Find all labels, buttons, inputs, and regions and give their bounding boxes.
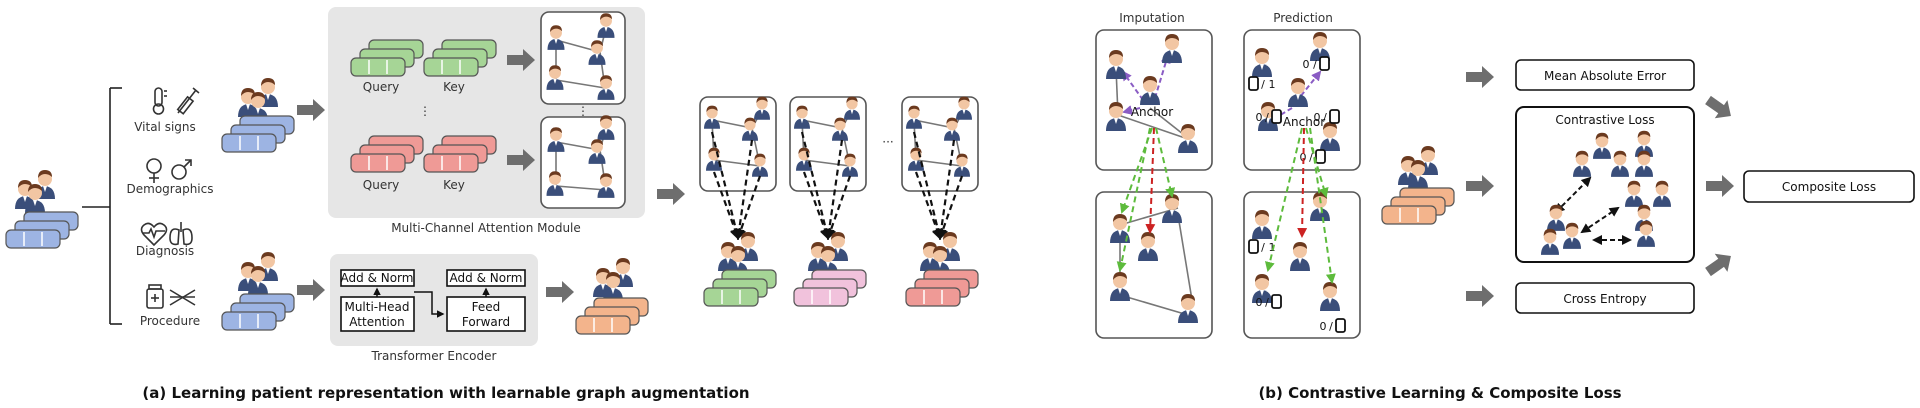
arrow-icon [657, 183, 685, 205]
representation-output [1381, 146, 1455, 225]
ff-label-1: Feed [472, 300, 501, 314]
transformer-encoder: Add & Norm Multi-Head Attention Add & No… [330, 254, 538, 363]
panel-a: Vital signs Demographics [5, 7, 979, 402]
prediction-title: Prediction [1273, 11, 1333, 25]
medicine-bottle-icon [146, 284, 164, 309]
thermometer-icon [152, 87, 167, 115]
prediction-box-bottom: / 1 0 / 0 / [1243, 191, 1361, 339]
imputation-box-top: Anchor [1095, 29, 1213, 171]
sep-label: / [1323, 111, 1327, 124]
arrow-icon [1466, 285, 1494, 307]
attention-graph-top [540, 11, 626, 105]
cross-entropy-label: Cross Entropy [1563, 292, 1646, 306]
sep-label: / [1329, 320, 1333, 333]
modality-vital-signs: Vital signs [134, 87, 200, 134]
label-0: 0 [1256, 111, 1263, 124]
arrow-icon [1706, 175, 1734, 197]
female-symbol-icon [146, 158, 162, 183]
graphs-ellipsis: ··· [882, 135, 893, 149]
embedding-input-top [221, 78, 295, 153]
arrow-icon [297, 99, 325, 121]
cross-entropy-box: Cross Entropy [1515, 282, 1695, 314]
embedding-input-bottom [221, 252, 295, 331]
vital-signs-label: Vital signs [134, 120, 196, 134]
query-label: Query [363, 178, 399, 192]
caption-b: (b) Contrastive Learning & Composite Los… [1258, 384, 1621, 402]
label-0: 0 [1256, 296, 1263, 309]
arrow-icon [546, 281, 574, 303]
arrow-icon [1701, 90, 1738, 126]
imputation-dashed-arrows [1116, 127, 1176, 272]
modality-demographics: Demographics [127, 158, 214, 196]
key-label: Key [443, 178, 465, 192]
augmented-graph-2 [789, 96, 867, 307]
label-0: 0 [1303, 58, 1310, 71]
arrow-icon [297, 279, 325, 301]
imputation-title: Imputation [1119, 11, 1185, 25]
input-patients [5, 170, 79, 249]
prediction-dashed-arrows [1265, 127, 1336, 284]
attention-module-title: Multi-Channel Attention Module [391, 221, 581, 235]
transformer-output [575, 258, 649, 335]
mae-loss-box: Mean Absolute Error [1515, 59, 1695, 91]
add-norm-label: Add & Norm [341, 271, 414, 285]
sep-label: / [1313, 58, 1317, 71]
male-symbol-icon [171, 159, 192, 180]
mha-label-1: Multi-Head [344, 300, 409, 314]
sep-label: / [1261, 241, 1265, 254]
arrow-icon [1466, 66, 1494, 88]
composite-label: Composite Loss [1782, 180, 1876, 194]
anchor-label: Anchor [1283, 115, 1325, 129]
graph-ellipsis: ⋮ [577, 104, 589, 118]
prediction-box-top: Anchor / 1 0 / 0 / 0 / 0 / [1243, 29, 1361, 171]
ff-label-2: Forward [462, 315, 510, 329]
heart-icon [140, 222, 168, 247]
augmented-graph-3 [901, 96, 979, 307]
add-norm-label: Add & Norm [450, 271, 523, 285]
contrastive-label: Contrastive Loss [1555, 113, 1654, 127]
imputation-box-bottom [1095, 191, 1213, 339]
lungs-icon [169, 222, 193, 246]
query-ellipsis: ⋮ [419, 104, 431, 118]
augmented-graph-1 [699, 96, 777, 307]
sep-label: / [1265, 111, 1269, 124]
contrastive-loss-box: Contrastive Loss [1515, 106, 1695, 263]
anchor-label: Anchor [1131, 105, 1173, 119]
label-1: 1 [1269, 78, 1276, 91]
sep-label: / [1261, 78, 1265, 91]
demographics-label: Demographics [127, 182, 214, 196]
label-1: 1 [1269, 241, 1276, 254]
procedure-label: Procedure [140, 314, 200, 328]
panel-b: Imputation Prediction Anchor [1095, 11, 1915, 402]
query-label: Query [363, 80, 399, 94]
modality-diagnosis: Diagnosis [136, 222, 194, 258]
label-0: 0 [1314, 111, 1321, 124]
composite-loss-box: Composite Loss [1743, 170, 1915, 203]
mha-label-2: Attention [349, 315, 404, 329]
arrow-icon [1701, 246, 1738, 282]
transformer-title: Transformer Encoder [371, 349, 497, 363]
key-label: Key [443, 80, 465, 94]
modality-procedure: Procedure [140, 284, 200, 328]
label-0: 0 [1320, 320, 1327, 333]
surgery-scissors-icon [169, 289, 196, 306]
syringe-icon [176, 87, 200, 115]
mae-label: Mean Absolute Error [1544, 69, 1666, 83]
modality-bracket [82, 87, 122, 325]
attention-graph-bottom [540, 115, 626, 209]
diagnosis-label: Diagnosis [136, 244, 194, 258]
label-0: 0 [1300, 151, 1307, 164]
attention-module: Query Key ⋮ ⋮ [328, 7, 645, 235]
sep-label: / [1309, 151, 1313, 164]
arrow-icon [1466, 175, 1494, 197]
sep-label: / [1265, 296, 1269, 309]
caption-a: (a) Learning patient representation with… [142, 384, 749, 402]
